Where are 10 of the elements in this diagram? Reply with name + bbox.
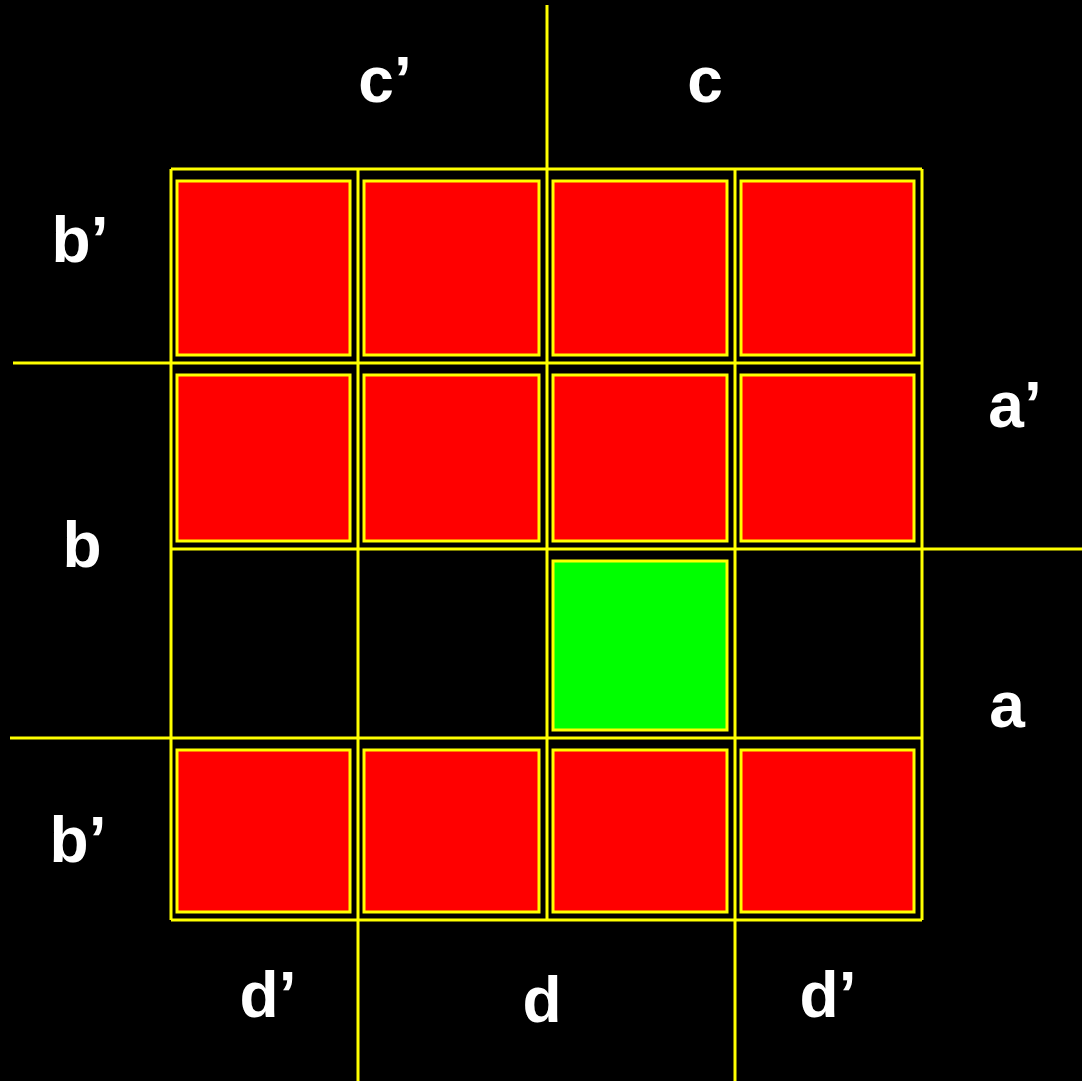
variable-label: d’ — [799, 963, 857, 1027]
variable-label: d — [522, 968, 562, 1032]
variable-label: a’ — [988, 373, 1042, 437]
variable-label: b’ — [51, 208, 109, 272]
variable-label: a — [989, 673, 1025, 737]
variable-label: d’ — [239, 963, 297, 1027]
variable-label: c — [687, 48, 723, 112]
variable-label: c’ — [358, 48, 412, 112]
variable-label: b’ — [49, 808, 107, 872]
variable-label: b — [62, 513, 102, 577]
